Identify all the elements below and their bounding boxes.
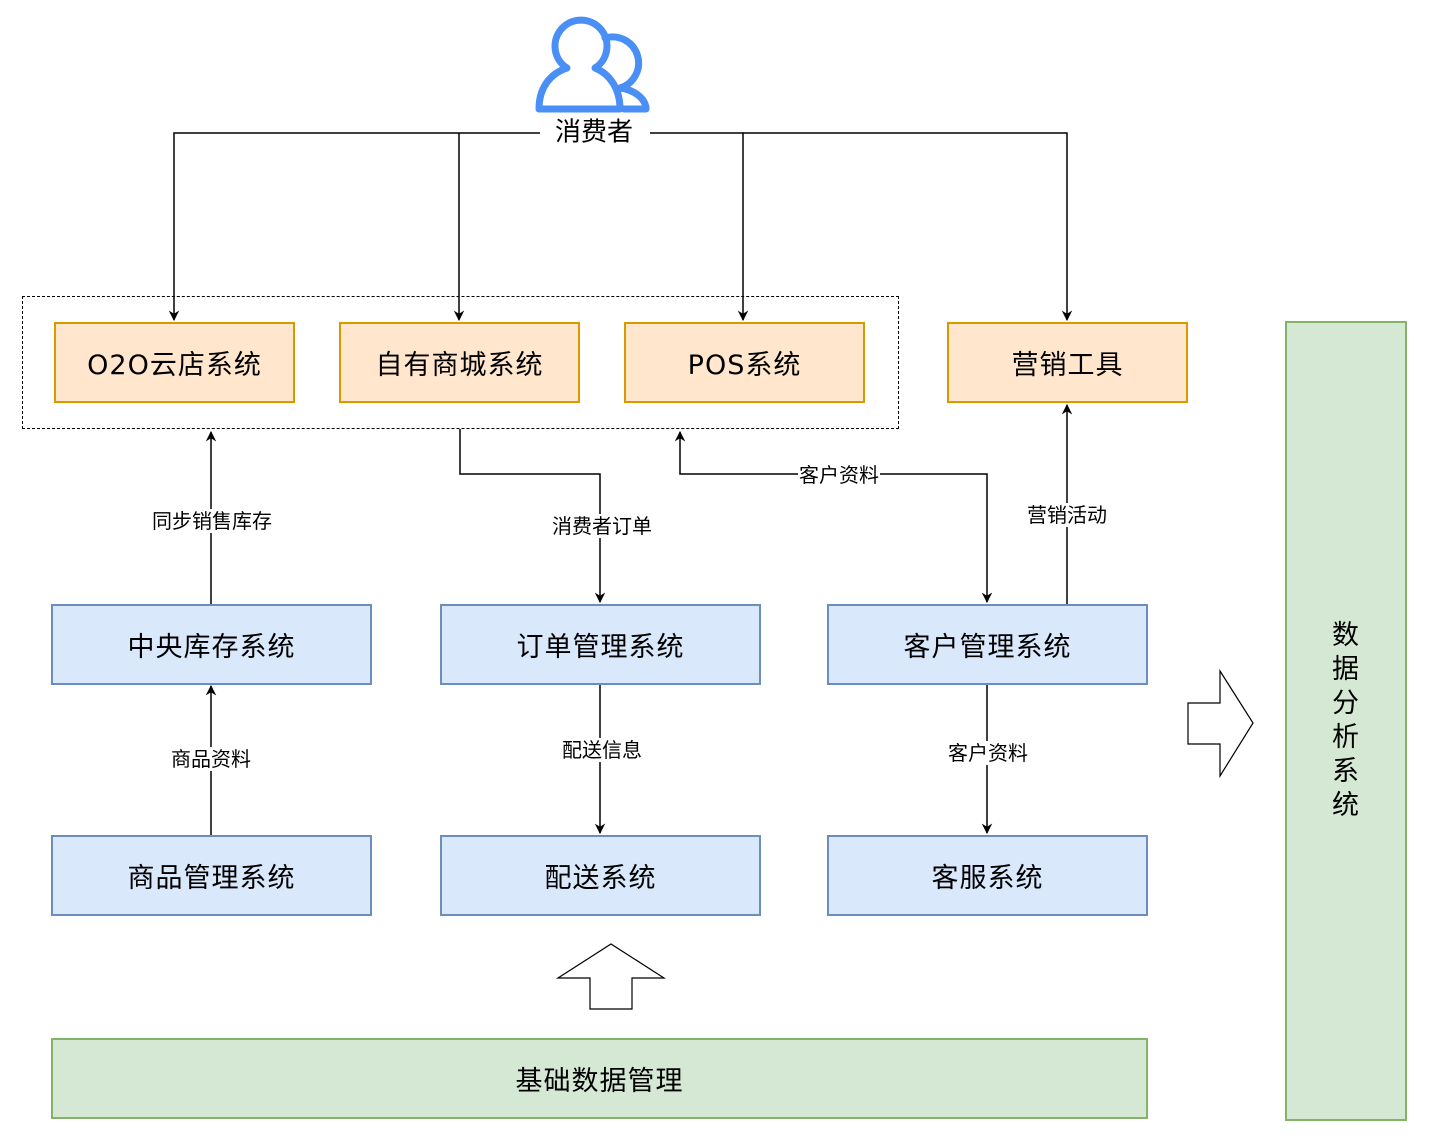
own-mall-label: 自有商城系统	[375, 350, 544, 381]
order-management-box[interactable]: 订单管理系统	[440, 604, 761, 685]
pos-system-box[interactable]: POS系统	[624, 322, 865, 403]
analytics-char: 系	[1332, 756, 1360, 787]
edge-label-customer-info-bottom: 客户资料	[947, 741, 1029, 765]
o2o-cloud-store-label: O2O云店系统	[87, 350, 262, 381]
users-icon	[535, 16, 650, 113]
edge-label-consumer-order: 消费者订单	[551, 514, 653, 538]
delivery-system-box[interactable]: 配送系统	[440, 835, 761, 916]
analytics-right-arrow	[1187, 668, 1254, 779]
edge-label-marketing-activity: 营销活动	[1026, 503, 1108, 527]
edge-label-customer-info-top: 客户资料	[798, 463, 880, 487]
data-analytics-box[interactable]: 数 据 分 析 系 统	[1285, 321, 1407, 1121]
base-data-box[interactable]: 基础数据管理	[51, 1038, 1148, 1119]
customer-management-label: 客户管理系统	[903, 632, 1072, 663]
product-management-label: 商品管理系统	[127, 863, 296, 894]
analytics-char: 数	[1332, 620, 1360, 651]
own-mall-box[interactable]: 自有商城系统	[339, 322, 580, 403]
edge-group-customer	[674, 430, 993, 604]
central-inventory-label: 中央库存系统	[127, 632, 296, 663]
customer-management-box[interactable]: 客户管理系统	[827, 604, 1148, 685]
central-inventory-box[interactable]: 中央库存系统	[51, 604, 372, 685]
analytics-char: 统	[1332, 790, 1360, 821]
edge-group-order	[459, 429, 606, 604]
product-management-box[interactable]: 商品管理系统	[51, 835, 372, 916]
channel-group	[22, 296, 899, 429]
customer-service-box[interactable]: 客服系统	[827, 835, 1148, 916]
order-management-label: 订单管理系统	[516, 632, 685, 663]
pos-system-label: POS系统	[687, 350, 802, 381]
edge-consumer-marketing	[743, 132, 1073, 322]
edge-label-delivery-info: 配送信息	[561, 738, 643, 762]
base-data-label: 基础数据管理	[515, 1066, 684, 1097]
edge-label-sync-inventory: 同步销售库存	[151, 509, 273, 533]
marketing-tool-box[interactable]: 营销工具	[947, 322, 1188, 403]
analytics-char: 据	[1332, 654, 1360, 685]
consumer-label: 消费者	[542, 117, 646, 149]
delivery-system-label: 配送系统	[544, 863, 657, 894]
analytics-char: 分	[1332, 688, 1360, 719]
customer-service-label: 客服系统	[931, 863, 1044, 894]
marketing-tool-label: 营销工具	[1011, 350, 1124, 381]
base-up-arrow	[555, 943, 667, 1010]
analytics-char: 析	[1332, 722, 1360, 753]
edge-label-product-info: 商品资料	[170, 747, 252, 771]
edge-consumer-pos	[650, 132, 749, 322]
o2o-cloud-store-box[interactable]: O2O云店系统	[54, 322, 295, 403]
edge-consumer-o2o	[168, 132, 540, 322]
